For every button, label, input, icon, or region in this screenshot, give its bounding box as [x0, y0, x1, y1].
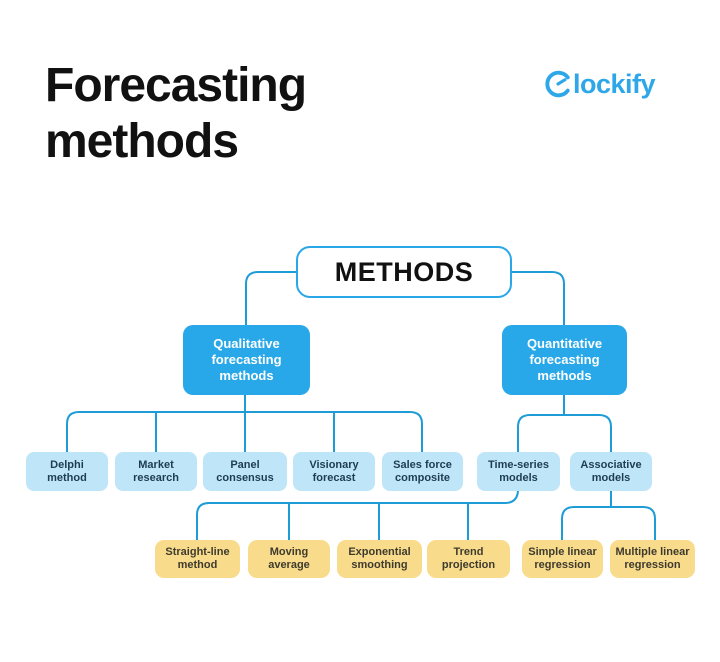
node-label: Delphi method	[47, 458, 87, 484]
node-label: Simple linear regression	[528, 546, 597, 571]
visionary-forecast-box: Visionary forecast	[293, 452, 375, 491]
node-label: Sales force composite	[393, 458, 452, 484]
simple-linear-regression-box: Simple linear regression	[522, 540, 603, 578]
clockify-logo-text: lockify	[573, 68, 656, 99]
node-label: Time-series models	[488, 458, 549, 484]
market-research-box: Market research	[115, 452, 197, 491]
panel-consensus-box: Panel consensus	[203, 452, 287, 491]
node-label: Visionary forecast	[309, 458, 359, 484]
node-label: Quantitative forecasting methods	[526, 336, 603, 383]
straight-line-method-box: Straight-line method	[155, 540, 240, 578]
node-label: Multiple linear regression	[615, 546, 690, 571]
qualitative-forecasting-methods-box: Qualitative forecasting methods	[183, 325, 310, 395]
exponential-smoothing-box: Exponential smoothing	[337, 540, 422, 578]
moving-average-box: Moving average	[248, 540, 330, 578]
clockify-logo: lockify	[544, 68, 656, 100]
sales-force-composite-box: Sales force composite	[382, 452, 463, 491]
node-label: METHODS	[334, 256, 474, 287]
page-title: Forecasting methods	[45, 59, 307, 168]
node-label: Qualitative forecasting methods	[211, 336, 282, 383]
quantitative-forecasting-methods-box: Quantitative forecasting methods	[502, 325, 627, 395]
delphi-method-box: Delphi method	[26, 452, 108, 491]
time-series-models-box: Time-series models	[477, 452, 560, 491]
node-label: Exponential smoothing	[348, 546, 411, 571]
node-label: Associative models	[580, 458, 642, 484]
trend-projection-box: Trend projection	[427, 540, 510, 578]
node-label: Panel consensus	[216, 458, 274, 484]
clockify-clock-c-icon	[545, 70, 570, 98]
node-label: Moving average	[268, 546, 310, 571]
associative-models-box: Associative models	[570, 452, 652, 491]
node-label: Market research	[133, 458, 179, 484]
methods-root-box: METHODS	[296, 246, 512, 298]
node-label: Straight-line method	[165, 546, 230, 571]
node-label: Trend projection	[441, 546, 496, 571]
multiple-linear-regression-box: Multiple linear regression	[610, 540, 695, 578]
